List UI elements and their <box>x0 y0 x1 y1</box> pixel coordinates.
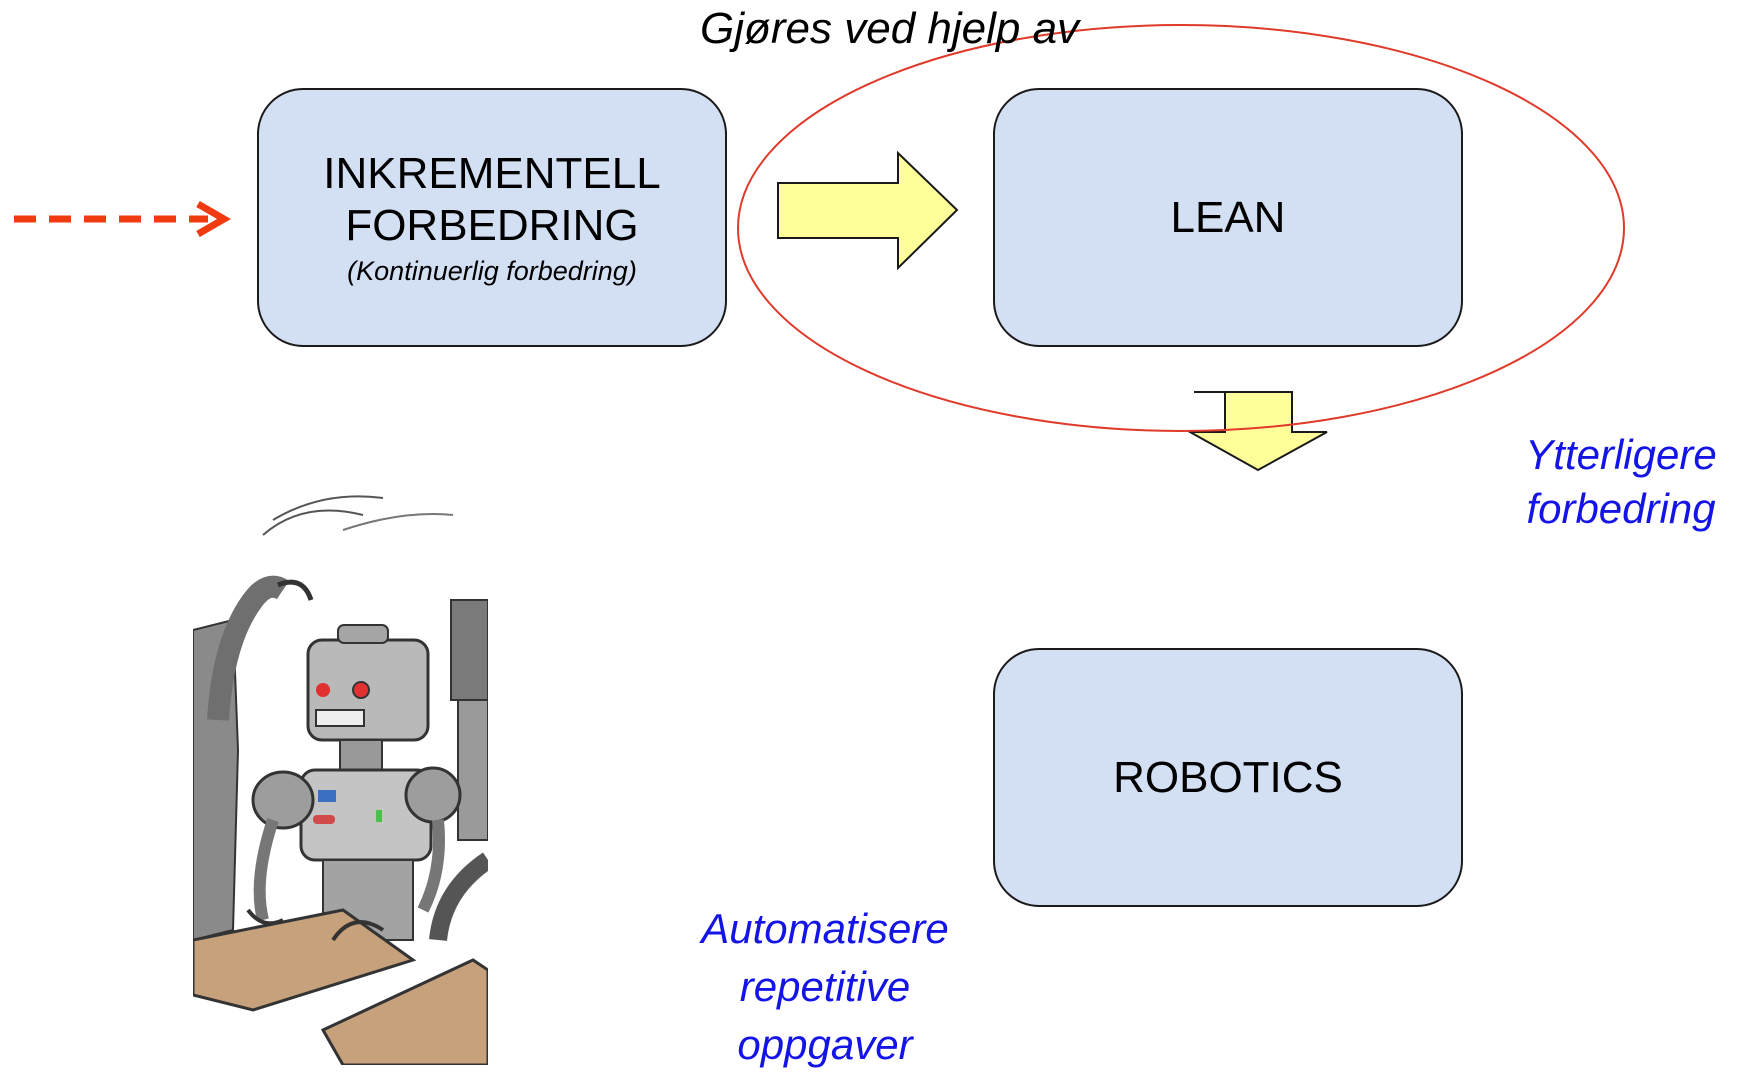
ytterligere-forbedring-label: Ytterligere forbedring <box>1525 431 1717 532</box>
arrow-down-from-lean <box>1186 391 1328 472</box>
inkrementell-title: INKREMENTELL FORBEDRING <box>323 148 660 252</box>
arrow-right-to-lean <box>777 150 959 271</box>
dashed-input-arrow <box>14 200 232 238</box>
robotics-box: ROBOTICS <box>993 648 1463 907</box>
inkrementell-subtitle: (Kontinuerlig forbedring) <box>347 256 637 286</box>
automatisere-label: Automatisere repetitive oppgaver <box>701 905 949 1068</box>
inkrementell-forbedring-box: INKREMENTELL FORBEDRING (Kontinuerlig fo… <box>257 88 727 347</box>
inkrementell-title-text: INKREMENTELL FORBEDRING <box>323 149 661 250</box>
robotics-title: ROBOTICS <box>1113 752 1343 802</box>
lean-box: LEAN <box>993 88 1463 347</box>
lean-title: LEAN <box>1170 192 1286 242</box>
robot-illustration <box>193 490 488 1065</box>
header-text: Gjøres ved hjelp av <box>700 4 1080 53</box>
